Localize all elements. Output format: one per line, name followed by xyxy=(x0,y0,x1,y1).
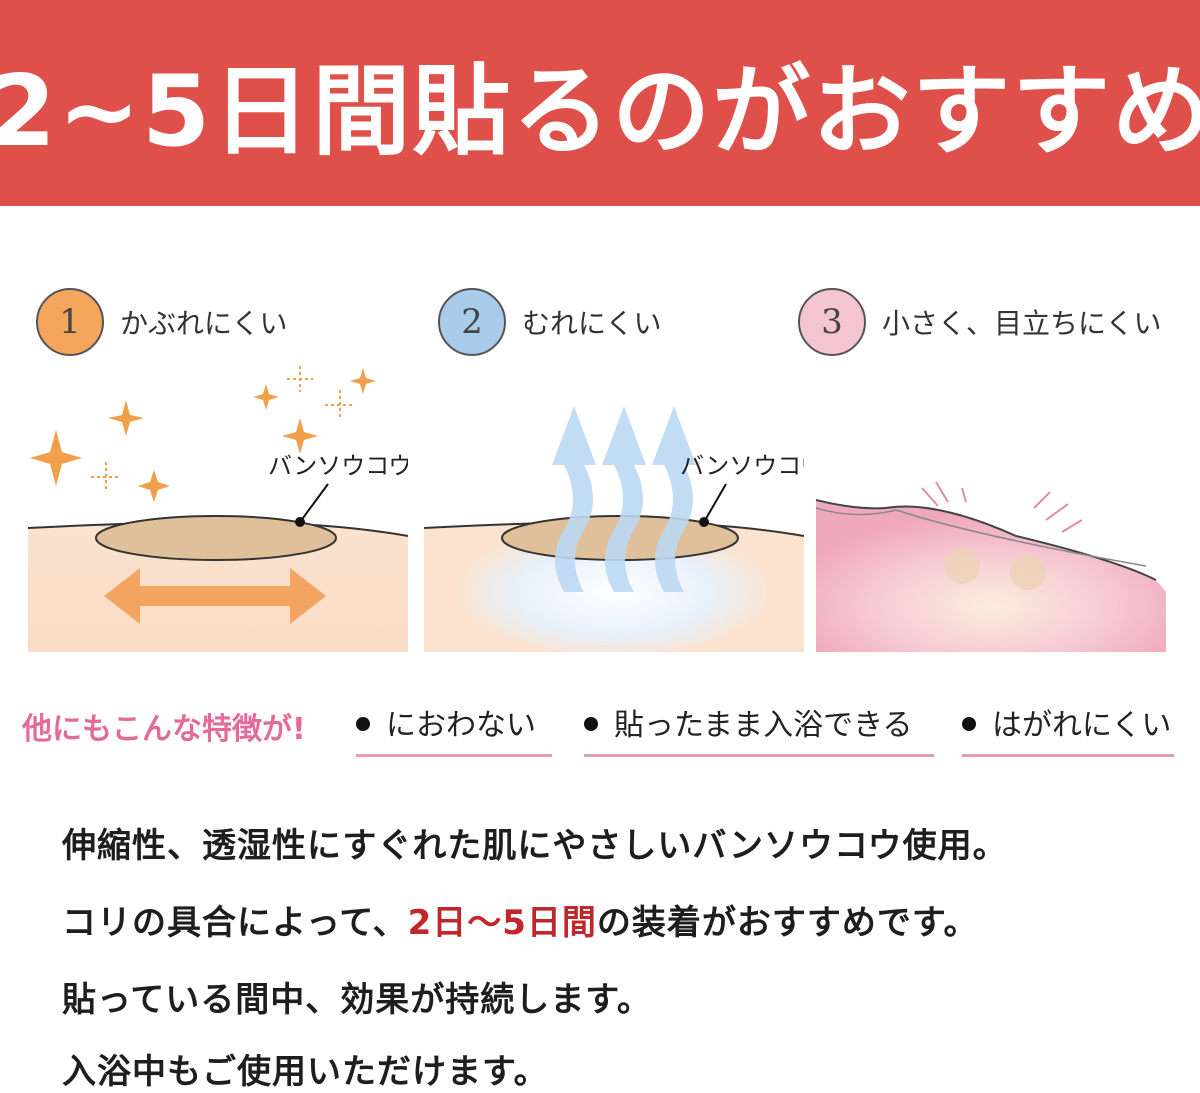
feature-1-heading: 1 かぶれにくい xyxy=(36,288,287,356)
feature-2-heading: 2 むれにくい xyxy=(438,288,661,356)
extra-item-hard-to-peel: はがれにくい xyxy=(962,700,1174,757)
extra-item-label: はがれにくい xyxy=(992,708,1172,743)
bullet-icon xyxy=(356,716,370,731)
feature-1-callout: バンソウコウ xyxy=(268,452,408,480)
extra-item-no-smell: におわない xyxy=(356,700,552,757)
page-title: 2~5日間貼るのがおすすめ xyxy=(0,55,1200,169)
extra-features-row: 他にもこんな特徴が! におわない 貼ったまま入浴できる はがれにくい xyxy=(0,692,1200,762)
shine-lines-icon xyxy=(921,481,1083,533)
extras-lead: 他にもこんな特徴が! xyxy=(22,712,306,747)
extra-item-label: におわない xyxy=(386,708,536,743)
feature-2-illustration: バンソウコウ xyxy=(424,360,804,652)
description-line-4: 入浴中もご使用いただけます。 xyxy=(62,1052,549,1092)
feature-3-label: 小さく、目立ちにくい xyxy=(882,307,1162,340)
feature-3-number-badge: 3 xyxy=(798,288,866,356)
feature-1-number-badge: 1 xyxy=(36,288,104,356)
description-line-3: 貼っている間中、効果が持続します。 xyxy=(62,980,652,1020)
bullet-icon xyxy=(962,716,976,731)
description-line-2: コリの具合によって、2日〜5日間の装着がおすすめです。 xyxy=(62,895,979,944)
description-line-2-post: の装着がおすすめです。 xyxy=(596,903,979,943)
feature-2-label: むれにくい xyxy=(522,307,662,340)
feature-2-number-badge: 2 xyxy=(438,288,506,356)
bullet-icon xyxy=(584,716,598,731)
sparkle-icon xyxy=(30,368,376,502)
feature-1-illustration: バンソウコウ xyxy=(28,360,408,652)
feature-3-illustration xyxy=(816,360,1166,652)
description-line-1: 伸縮性、透湿性にすぐれた肌にやさしいバンソウコウ使用。 xyxy=(62,826,1008,866)
feature-1-label: かぶれにくい xyxy=(120,307,288,340)
description-line-2-pre: コリの具合によって、 xyxy=(62,903,408,943)
feature-3-heading: 3 小さく、目立ちにくい xyxy=(798,288,1161,356)
feature-2-callout: バンソウコウ xyxy=(680,452,804,480)
double-arrow-icon xyxy=(104,568,326,624)
extra-item-label: 貼ったまま入浴できる xyxy=(614,708,913,743)
steam-arrow-icon xyxy=(552,406,696,592)
extra-item-bath-ok: 貼ったまま入浴できる xyxy=(584,700,934,757)
duration-highlight: 2日〜5日間 xyxy=(407,903,597,943)
header-banner: 2~5日間貼るのがおすすめ xyxy=(0,0,1200,206)
